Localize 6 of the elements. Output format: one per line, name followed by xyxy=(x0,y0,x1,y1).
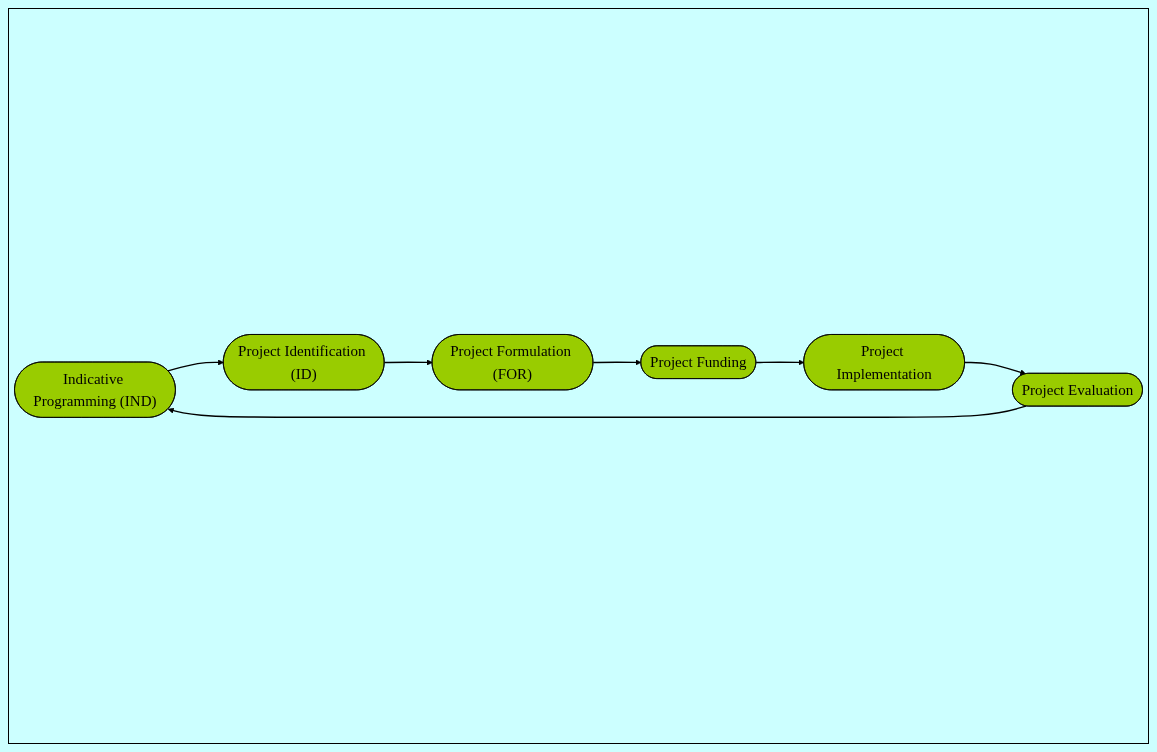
arrow xyxy=(755,359,805,366)
arrow xyxy=(167,359,224,372)
arrow xyxy=(167,405,1027,418)
arrow xyxy=(383,359,433,366)
arrow xyxy=(592,359,642,366)
arrow xyxy=(964,361,1027,376)
